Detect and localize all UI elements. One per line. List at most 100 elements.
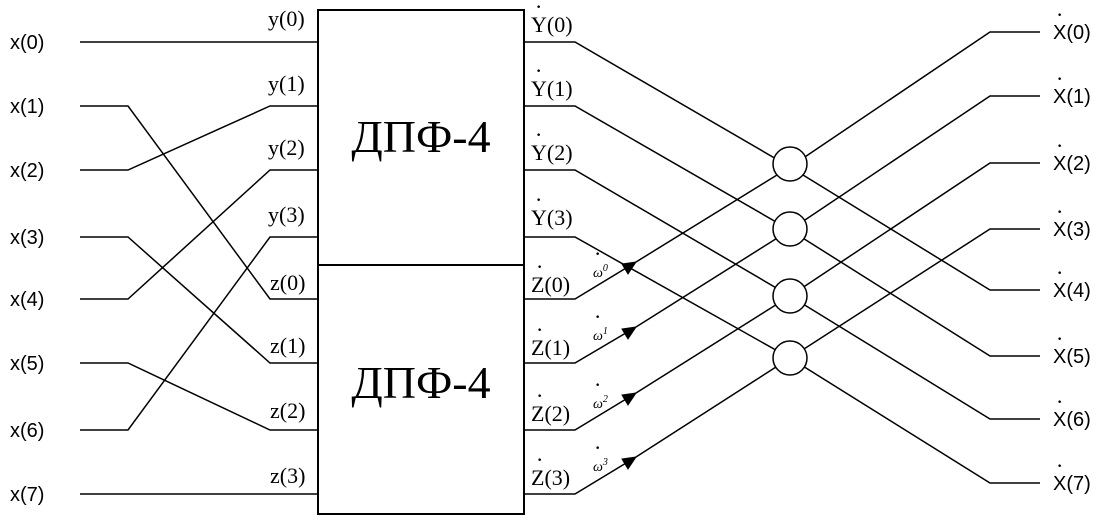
input-label-x2: x(2) [10,160,44,182]
dot-icon: · [1056,66,1063,91]
output-label-X0: X(0) [1053,22,1091,44]
output-wires [789,31,1040,484]
y-output-label-0: Y(0) [531,12,573,37]
input-label-x1: x(1) [10,96,44,118]
wire-x1-z0 [80,105,318,300]
dot-icon: · [594,435,601,460]
wire-x6-y3 [80,236,318,431]
dft-block-upper-label: ДПФ-4 [351,111,490,162]
input-permutation-wires [80,41,318,495]
butterfly-nodes [772,146,808,376]
wire-x2-y1 [80,105,318,171]
dft-block-upper [317,9,525,266]
output-label-X2: X(2) [1053,153,1091,175]
twiddle-labels: ω0 · ω1 · ω2 · ω3 · [593,241,608,475]
wire-X1 [789,95,1040,231]
twiddle-wire-3 [635,357,791,458]
dft-block-lower [317,264,525,515]
y-output-label-3: Y(3) [531,205,573,230]
dot-icon: · [1056,326,1063,351]
wire-X7 [789,357,1040,484]
dot-icon: · [594,241,601,266]
block-output-wires [524,41,791,495]
dft-blocks: ДПФ-4 ДПФ-4 [317,9,525,515]
twiddle-label-2: ω2 [593,394,608,412]
z-input-label-3: z(3) [270,463,305,488]
wire-X6 [789,295,1040,420]
wire-x3-z1 [80,236,318,364]
wire-z3-out [524,456,637,495]
dot-icon: · [536,447,543,472]
wire-y1-out [524,105,791,231]
output-label-X6: X(6) [1053,409,1091,431]
twiddle-wire-0 [635,166,791,263]
twiddle-wires [621,166,791,470]
block-input-labels: y(0) y(1) y(2) y(3) z(0) z(1) z(2) z(3) [268,6,305,488]
wire-y0-out [524,41,791,168]
z-output-label-0: Z(0) [531,272,570,297]
z-output-label-3: Z(3) [531,465,570,490]
butterfly-node-3 [772,340,808,376]
wire-x5-z2 [80,362,318,431]
twiddle-arrow-2 [621,392,638,406]
input-labels: x(0) x(1) x(2) x(3) x(4) x(5) x(6) x(7) [10,32,44,506]
dot-icon: · [594,372,601,397]
dot-icon: · [1056,260,1063,285]
wire-X5 [789,229,1040,357]
butterfly-node-2 [772,278,808,314]
dot-icon: · [1056,389,1063,414]
dot-icon: · [594,304,601,329]
wire-X0 [789,31,1040,168]
twiddle-arrow-1 [621,326,638,340]
dot-icon: · [1056,453,1063,478]
input-label-x7: x(7) [10,484,44,506]
twiddle-label-1: ω1 [593,326,608,344]
dot-icon: · [535,187,542,212]
input-label-x5: x(5) [10,353,44,375]
z-output-label-1: Z(1) [531,335,570,360]
dot-icon: · [535,0,542,19]
input-label-x3: x(3) [10,227,44,249]
y-output-label-2: Y(2) [531,140,573,165]
dft-block-lower-label: ДПФ-4 [351,357,490,408]
z-input-label-1: z(1) [270,333,305,358]
wire-y3-out [524,236,791,359]
output-label-X1: X(1) [1053,86,1091,108]
butterfly-node-0 [772,146,808,182]
twiddle-label-0: ω0 [593,263,608,281]
output-label-X5: X(5) [1053,346,1091,368]
output-label-X3: X(3) [1053,219,1091,241]
dot-icon: · [536,254,543,279]
input-label-x6: x(6) [10,420,44,442]
dot-icon: · [1056,133,1063,158]
output-label-X7: X(7) [1053,473,1091,495]
dot-icon: · [536,317,543,342]
dot-icon: · [536,383,543,408]
z-input-label-2: z(2) [270,398,305,423]
input-label-x4: x(4) [10,289,44,311]
output-label-X4: X(4) [1053,280,1091,302]
dot-icon: · [535,58,542,83]
wire-X2 [789,162,1040,297]
wire-X3 [789,228,1040,359]
wire-X4 [789,166,1040,291]
dot-icon: · [535,122,542,147]
y-input-label-2: y(2) [268,135,305,160]
wire-z1-out [524,326,637,364]
wire-z0-out [524,261,637,300]
y-input-label-0: y(0) [268,6,305,31]
twiddle-wire-1 [635,229,791,328]
y-input-label-3: y(3) [268,202,305,227]
y-output-label-1: Y(1) [531,76,573,101]
z-output-label-2: Z(2) [531,401,570,426]
dot-icon: · [1056,2,1063,27]
y-input-label-1: y(1) [268,71,305,96]
twiddle-arrow-0 [621,261,638,275]
z-input-label-0: z(0) [270,270,305,295]
twiddle-arrow-3 [621,456,638,470]
wire-y2-out [524,169,791,297]
butterfly-node-1 [772,211,808,247]
twiddle-wire-2 [635,295,791,394]
